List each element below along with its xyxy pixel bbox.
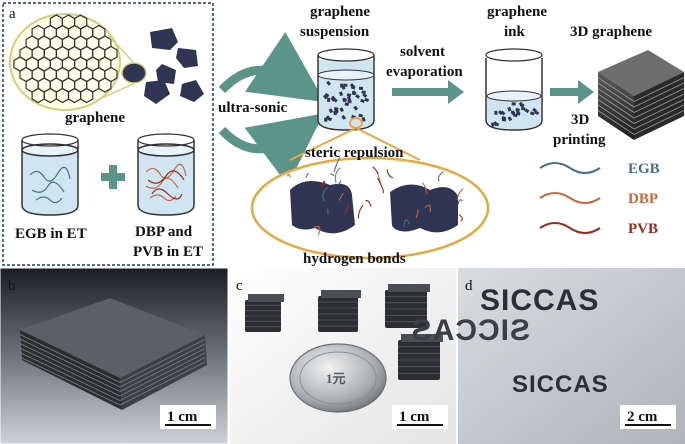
coin-text: 1元 — [326, 371, 346, 386]
panel-a: a graphene EGB in ET — [2, 2, 214, 266]
panel-d: SICCAS SICCAS SICCAS d 2 cm — [411, 268, 685, 444]
ink-label-line1: graphene — [487, 4, 547, 20]
graphene-label: graphene — [65, 110, 125, 126]
arrow-right-1 — [392, 80, 464, 104]
siccas-word-3: SICCAS — [512, 371, 609, 398]
suspension-label-line2: suspension — [300, 24, 370, 40]
egb-in-et-label: EGB in ET — [15, 226, 87, 242]
coin-icon: 1元 — [289, 343, 387, 413]
callout-line-left — [289, 127, 357, 161]
beaker-egb-icon — [21, 133, 79, 216]
evaporation-label: evaporation — [386, 64, 463, 80]
printed-cubes-c — [245, 284, 443, 380]
legend-label-dbp: DBP — [628, 191, 658, 207]
mechanism-illustration — [287, 156, 464, 236]
zoom-line-bottom — [101, 83, 134, 99]
zoom-line-top — [107, 34, 134, 63]
graphene-flakes-icon — [144, 28, 204, 104]
panel-b: b 1 cm — [0, 267, 229, 444]
arrow-right-2 — [550, 80, 594, 104]
panel-c: 1元 c 1 cm — [230, 268, 456, 444]
legend-label-pvb: PVB — [628, 221, 658, 237]
legend-line-pvb — [539, 222, 601, 234]
scale-c-label: 1 cm — [399, 409, 430, 425]
legend: EGB DBP PVB — [539, 161, 660, 237]
legend-line-egb — [539, 162, 601, 174]
curved-arrow-bottom — [218, 113, 324, 186]
ink-beaker-icon — [485, 48, 543, 131]
legend-line-dbp — [539, 192, 601, 204]
panel-a-letter: a — [9, 6, 16, 22]
siccas-word-2: SICCAS — [411, 314, 530, 347]
printing-label-line2: printing — [553, 132, 606, 148]
steric-repulsion-label: steric repulsion — [305, 145, 404, 161]
curved-arrow-top — [218, 32, 325, 103]
panel-c-letter: c — [236, 278, 243, 294]
suspension-beaker-icon — [317, 48, 375, 131]
pvb-in-et-label: PVB in ET — [133, 244, 203, 260]
zoom-circle — [121, 62, 147, 84]
callout-dot — [349, 117, 363, 129]
plus-icon — [101, 165, 125, 189]
callout-line-right — [355, 127, 421, 161]
suspension-label-line1: graphene — [310, 4, 370, 20]
ultrasonic-label: ultra-sonic — [218, 100, 288, 116]
printed-block-b — [19, 298, 207, 410]
scale-b-label: 1 cm — [167, 409, 198, 425]
legend-label-egb: EGB — [628, 161, 660, 177]
panel-d-letter: d — [465, 278, 473, 294]
printing-label-line1: 3D — [571, 112, 590, 128]
product-label: 3D graphene — [570, 24, 652, 40]
3d-graphene-block-icon — [597, 50, 685, 140]
graphene-lattice-icon — [9, 13, 121, 111]
dbp-and-label: DBP and — [135, 224, 193, 240]
beaker-dbp-pvb-icon — [137, 133, 195, 216]
scale-d-label: 2 cm — [627, 409, 658, 425]
ink-label-line2: ink — [504, 24, 526, 40]
siccas-word-1: SICCAS — [480, 284, 599, 317]
panel-b-letter: b — [8, 278, 16, 294]
hydrogen-bonds-label: hydrogen bonds — [303, 251, 406, 267]
solvent-label: solvent — [400, 44, 445, 60]
